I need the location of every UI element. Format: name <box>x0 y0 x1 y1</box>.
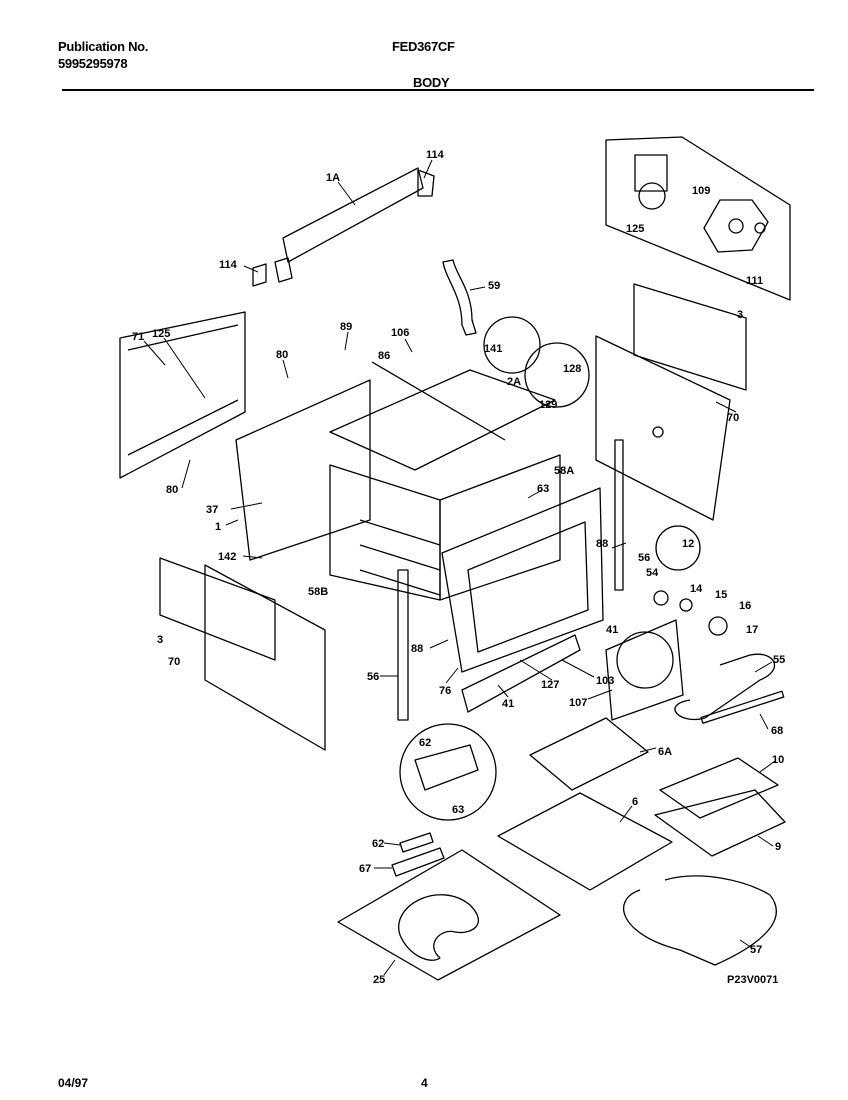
publication-number: 5995295978 <box>58 56 128 71</box>
callout-label: 25 <box>373 974 385 986</box>
callout-label: 114 <box>219 259 238 271</box>
element-strip-drawing <box>700 690 785 724</box>
callout-label: 67 <box>359 863 371 875</box>
callout-label: 1 <box>215 521 221 533</box>
callout-label: 68 <box>771 725 783 737</box>
front-frame-drawing <box>441 487 604 673</box>
callout-label: 141 <box>484 343 502 355</box>
callout-label: 57 <box>750 944 762 956</box>
callout-label: 56 <box>367 671 379 683</box>
callout-label: 129 <box>539 399 557 411</box>
callout-label: 71 <box>132 331 144 343</box>
callout-label: 9 <box>775 841 781 853</box>
bake-element-drawing <box>623 875 777 966</box>
callout-label: 125 <box>152 328 170 340</box>
vent-tube-drawing <box>442 259 477 336</box>
callout-label: 3 <box>157 634 163 646</box>
rear-bracket-drawing <box>252 167 435 287</box>
hinge-strip-drawing <box>399 832 434 853</box>
callout-label: 63 <box>452 804 464 816</box>
side-trim-right-drawing <box>614 439 624 591</box>
callout-label: 1A <box>326 172 340 184</box>
light-lens-drawing <box>708 616 728 636</box>
convection-fan-inset <box>605 136 791 301</box>
callout-label: 114 <box>426 149 445 161</box>
callout-label: 80 <box>166 484 178 496</box>
callout-label: 109 <box>692 185 710 197</box>
bottom-vent-drawing <box>461 634 581 713</box>
convection-element-drawing <box>674 653 775 720</box>
hinge-plate-drawing <box>391 847 445 877</box>
light-socket-inset <box>524 342 590 408</box>
receptacle-inset <box>483 316 541 374</box>
oven-bottom-drawing <box>337 849 561 981</box>
small-rack-drawing <box>529 717 649 791</box>
fan-cover-drawing <box>605 619 684 721</box>
callout-label: 16 <box>739 600 751 612</box>
thermostat-inset <box>655 525 701 571</box>
callout-label: 14 <box>690 583 703 595</box>
callout-label: 58A <box>554 465 574 477</box>
callout-label: 76 <box>439 685 451 697</box>
left-side-panel-drawing <box>119 311 246 479</box>
callout-label: 6A <box>658 746 672 758</box>
callout-label: 58B <box>308 586 328 598</box>
callout-label: 86 <box>378 350 390 362</box>
callout-label: 111 <box>746 275 763 287</box>
callout-label: 54 <box>646 567 659 579</box>
side-trim-drawing <box>397 569 409 721</box>
callout-label: 127 <box>541 679 559 691</box>
callout-label: 88 <box>596 538 608 550</box>
callout-label: 12 <box>682 538 694 550</box>
callout-label: 2A <box>507 376 521 388</box>
callout-label: 6 <box>632 796 638 808</box>
callout-label: 37 <box>206 504 218 516</box>
callout-label: 70 <box>168 656 180 668</box>
callout-label: 41 <box>606 624 618 636</box>
footer-page-number: 4 <box>421 1076 428 1090</box>
part-callouts: 1A 114 114 109 125 111 59 71 125 89 106 … <box>132 149 785 986</box>
callout-label: 62 <box>372 838 384 850</box>
section-title: BODY <box>413 75 450 90</box>
right-rear-panels-drawing <box>595 283 747 521</box>
callout-label: 88 <box>411 643 423 655</box>
light-socket-drawing <box>653 590 669 606</box>
callout-label: 10 <box>772 754 784 766</box>
callout-label: 103 <box>596 675 614 687</box>
callout-label: 107 <box>569 697 587 709</box>
header-divider <box>62 89 814 91</box>
callout-label: 106 <box>391 327 409 339</box>
leader-lines <box>143 159 776 976</box>
callout-label: 89 <box>340 321 352 333</box>
light-bulb-drawing <box>679 598 693 612</box>
callout-label: 62 <box>419 737 431 749</box>
drawing-code: P23V0071 <box>727 974 778 986</box>
callout-label: 80 <box>276 349 288 361</box>
callout-label: 15 <box>715 589 727 601</box>
oven-rack-drawing <box>497 792 673 891</box>
callout-label: 56 <box>638 552 650 564</box>
oven-cavity-drawing <box>235 379 561 601</box>
callout-label: 142 <box>218 551 236 563</box>
left-lower-panels-drawing <box>159 557 326 751</box>
callout-label: 70 <box>727 412 739 424</box>
broil-pan-drawing <box>654 789 786 857</box>
model-number: FED367CF <box>392 39 455 54</box>
oven-top-panel-drawing <box>329 361 556 471</box>
callout-label: 63 <box>537 483 549 495</box>
selector-switch-inset <box>399 723 497 821</box>
broil-pan-insert-drawing <box>659 757 779 819</box>
callout-label: 17 <box>746 624 758 636</box>
callout-label: 41 <box>502 698 514 710</box>
publication-label: Publication No. <box>58 39 149 54</box>
callout-label: 59 <box>488 280 500 292</box>
callout-label: 128 <box>563 363 581 375</box>
callout-label: 125 <box>626 223 644 235</box>
footer-date: 04/97 <box>58 1076 89 1090</box>
callout-label: 55 <box>773 654 785 666</box>
callout-label: 3 <box>737 309 743 321</box>
